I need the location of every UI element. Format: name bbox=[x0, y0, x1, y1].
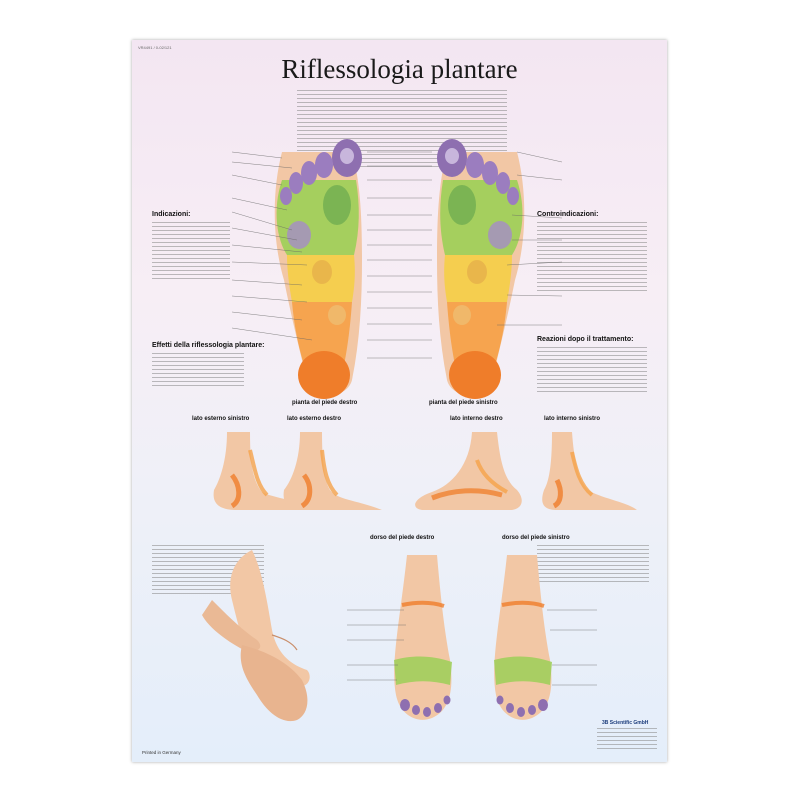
indications-list bbox=[152, 222, 230, 282]
reactions-heading: Reazioni dopo il trattamento: bbox=[537, 336, 634, 343]
contraindications-heading: Controindicazioni: bbox=[537, 211, 599, 218]
illustrations bbox=[202, 139, 637, 722]
dorsum-text bbox=[537, 545, 649, 585]
label-sole-right: pianta del piede destro bbox=[292, 400, 358, 406]
product-code: VR4491 / 0-02/121 bbox=[138, 45, 172, 50]
dorsum-leader-lines bbox=[347, 609, 597, 686]
label-sole-left: pianta del piede sinistro bbox=[429, 400, 498, 406]
label-inner-left: lato interno sinistro bbox=[544, 416, 601, 422]
printed-in: Printed in Germany bbox=[142, 750, 181, 755]
dorsum-left-foot bbox=[494, 555, 552, 720]
effects-heading: Effetti della riflessologia plantare: bbox=[152, 342, 265, 349]
label-dorsum-left: dorso del piede sinistro bbox=[502, 535, 570, 541]
sole-right-foot bbox=[274, 139, 362, 399]
publisher-info bbox=[597, 728, 657, 752]
hand-massage-illustration bbox=[202, 550, 310, 722]
label-inner-right: lato interno destro bbox=[450, 416, 503, 422]
sole-leader-lines bbox=[231, 151, 563, 359]
reactions-list bbox=[537, 347, 647, 392]
label-outer-left: lato esterno sinistro bbox=[192, 416, 250, 422]
effects-list bbox=[152, 353, 244, 387]
publisher-logo: 3B Scientific GmbH bbox=[602, 720, 649, 726]
label-dorsum-right: dorso del piede destro bbox=[370, 535, 435, 541]
label-outer-right: lato esterno destro bbox=[287, 416, 342, 422]
poster: VR4491 / 0-02/121 Riflessologia plantare… bbox=[132, 40, 667, 762]
contraindications-list bbox=[537, 222, 647, 292]
inner-right-foot bbox=[415, 432, 522, 510]
sole-left-foot bbox=[437, 139, 525, 399]
poster-title: Riflessologia plantare bbox=[281, 54, 518, 84]
inner-left-foot bbox=[542, 432, 637, 510]
outer-right-foot bbox=[283, 432, 382, 510]
outer-left-foot bbox=[213, 432, 317, 510]
dorsum-right-foot bbox=[394, 555, 452, 720]
indications-heading: Indicazioni: bbox=[152, 211, 191, 218]
